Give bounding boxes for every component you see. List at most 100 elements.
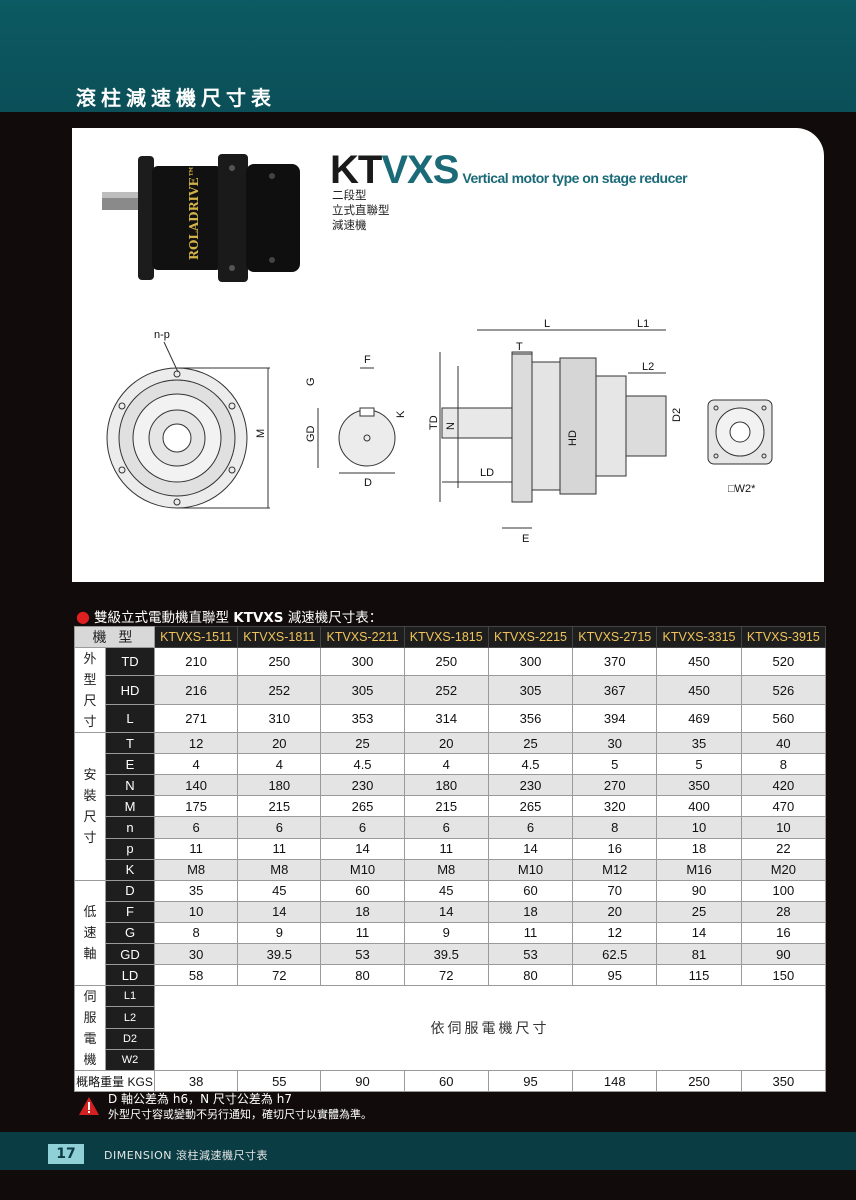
table-cell: 14 bbox=[320, 837, 405, 860]
notes: D 軸公差為 h6，N 尺寸公差為 h7 外型尺寸容或變動不另行通知，確切尺寸以… bbox=[78, 1090, 578, 1126]
table-cell: 367 bbox=[572, 675, 658, 705]
table-cell: 30 bbox=[153, 943, 239, 966]
table-cell: 53 bbox=[320, 943, 405, 966]
model-header: KTVXS-1811 bbox=[237, 625, 322, 649]
table-cell: 252 bbox=[237, 675, 322, 705]
table-cell: 520 bbox=[740, 647, 827, 677]
table-cell: 11 bbox=[320, 921, 405, 945]
table-heading: ●雙級立式電動機直聯型 KTVXS 減速機尺寸表： bbox=[76, 606, 382, 626]
table-cell: 35 bbox=[656, 732, 742, 755]
table-cell: 6 bbox=[320, 816, 405, 839]
table-cell: 72 bbox=[237, 964, 322, 987]
table-cell: 265 bbox=[320, 795, 405, 818]
table-cell: 215 bbox=[237, 795, 322, 818]
table-cell: 80 bbox=[487, 964, 574, 987]
table-cell: 271 bbox=[153, 703, 239, 734]
param-label: D bbox=[105, 879, 155, 902]
model-header: KTVXS-3915 bbox=[740, 625, 827, 649]
table-cell: 90 bbox=[740, 943, 827, 966]
table-cell: 350 bbox=[656, 774, 742, 797]
table-cell: 6 bbox=[153, 816, 239, 839]
table-cell: 180 bbox=[403, 774, 489, 797]
param-label: M bbox=[105, 795, 155, 818]
table-cell: 210 bbox=[153, 647, 239, 677]
param-label: K bbox=[105, 858, 155, 881]
weight-cell: 38 bbox=[153, 1070, 239, 1093]
table-cell: 370 bbox=[572, 647, 658, 677]
note-disclaimer: 外型尺寸容或變動不另行通知，確切尺寸以實體為準。 bbox=[108, 1108, 372, 1121]
label-D: D bbox=[364, 477, 372, 489]
footer-band bbox=[0, 1132, 856, 1170]
label-E: E bbox=[522, 533, 529, 545]
table-cell: M8 bbox=[153, 858, 239, 881]
table-cell: 60 bbox=[320, 879, 405, 902]
label-GD: GD bbox=[305, 425, 317, 442]
table-cell: 14 bbox=[487, 837, 574, 860]
page-number: 17 bbox=[48, 1144, 84, 1164]
dimension-drawing: M n-p D F GD G K L bbox=[106, 318, 773, 545]
table-cell: 560 bbox=[740, 703, 827, 734]
table-cell: 58 bbox=[153, 964, 239, 987]
label-W2: □W2* bbox=[728, 483, 756, 495]
table-cell: 8 bbox=[740, 753, 827, 776]
table-cell: 10 bbox=[740, 816, 827, 839]
param-label: F bbox=[105, 900, 155, 923]
subtitle-line-3: 減速機 bbox=[332, 218, 367, 232]
table-cell: 314 bbox=[403, 703, 489, 734]
weight-cell: 60 bbox=[403, 1070, 489, 1093]
model-header: KTVXS-2715 bbox=[572, 625, 658, 649]
table-cell: 62.5 bbox=[572, 943, 658, 966]
brand-text: ROLADRIVE™ bbox=[187, 165, 201, 260]
table-cell: 20 bbox=[403, 732, 489, 755]
param-label: E bbox=[105, 753, 155, 776]
table-cell: 45 bbox=[237, 879, 322, 902]
table-cell: 180 bbox=[237, 774, 322, 797]
table-cell: 470 bbox=[740, 795, 827, 818]
table-cell: 270 bbox=[572, 774, 658, 797]
model-prefix: KT bbox=[330, 148, 382, 192]
heading-suffix: 減速機尺寸表： bbox=[283, 610, 383, 626]
footer-text: DIMENSION 滾柱減速機尺寸表 bbox=[104, 1149, 268, 1162]
table-cell: 39.5 bbox=[237, 943, 322, 966]
param-label: W2 bbox=[105, 1048, 155, 1072]
model-header: KTVXS-2211 bbox=[320, 625, 405, 649]
top-banner bbox=[0, 0, 856, 112]
table-cell: 25 bbox=[320, 732, 405, 755]
table-cell: 16 bbox=[740, 921, 827, 945]
group-label: 安 裝 尺 寸 bbox=[74, 732, 106, 881]
param-label: D2 bbox=[105, 1027, 155, 1050]
param-label: GD bbox=[105, 943, 155, 966]
table-cell: 53 bbox=[487, 943, 574, 966]
table-cell: 28 bbox=[740, 900, 827, 923]
table-cell: 11 bbox=[153, 837, 239, 860]
shaft-view: D F GD G K bbox=[305, 354, 407, 489]
param-label: T bbox=[105, 732, 155, 755]
weight-cell: 55 bbox=[237, 1070, 322, 1093]
servo-note-cell: 依伺服電機尺寸 bbox=[154, 985, 826, 1072]
param-label: LD bbox=[105, 964, 155, 987]
table-cell: 70 bbox=[572, 879, 658, 902]
table-cell: M12 bbox=[572, 858, 658, 881]
table-cell: 20 bbox=[237, 732, 322, 755]
side-view: L L1 L2 T TD N HD D2 LD E bbox=[428, 318, 683, 545]
label-np: n-p bbox=[154, 329, 170, 341]
table-cell: 6 bbox=[237, 816, 322, 839]
table-cell: 12 bbox=[572, 921, 658, 945]
param-label: G bbox=[105, 921, 155, 945]
table-cell: 6 bbox=[487, 816, 574, 839]
table-cell: M8 bbox=[403, 858, 489, 881]
param-label: L2 bbox=[105, 1006, 155, 1029]
table-cell: 4 bbox=[237, 753, 322, 776]
table-cell: 20 bbox=[572, 900, 658, 923]
model-header: KTVXS-3315 bbox=[656, 625, 742, 649]
param-label: p bbox=[105, 837, 155, 860]
